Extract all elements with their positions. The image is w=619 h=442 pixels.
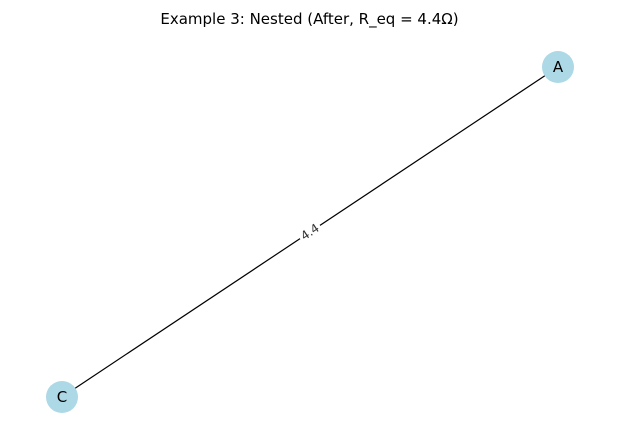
edge-a-c: 4.4 [61,66,559,398]
node-a: A [542,51,574,83]
edge-label-group: 4.4 [295,218,325,246]
edge-label-background [295,218,325,246]
node-c: C [46,381,78,413]
node-a-circle [542,51,574,83]
node-c-circle [46,381,78,413]
figure-title: Example 3: Nested (After, R_eq = 4.4Ω) [160,10,458,29]
node-c-label: C [57,388,67,406]
node-a-label: A [553,58,564,76]
